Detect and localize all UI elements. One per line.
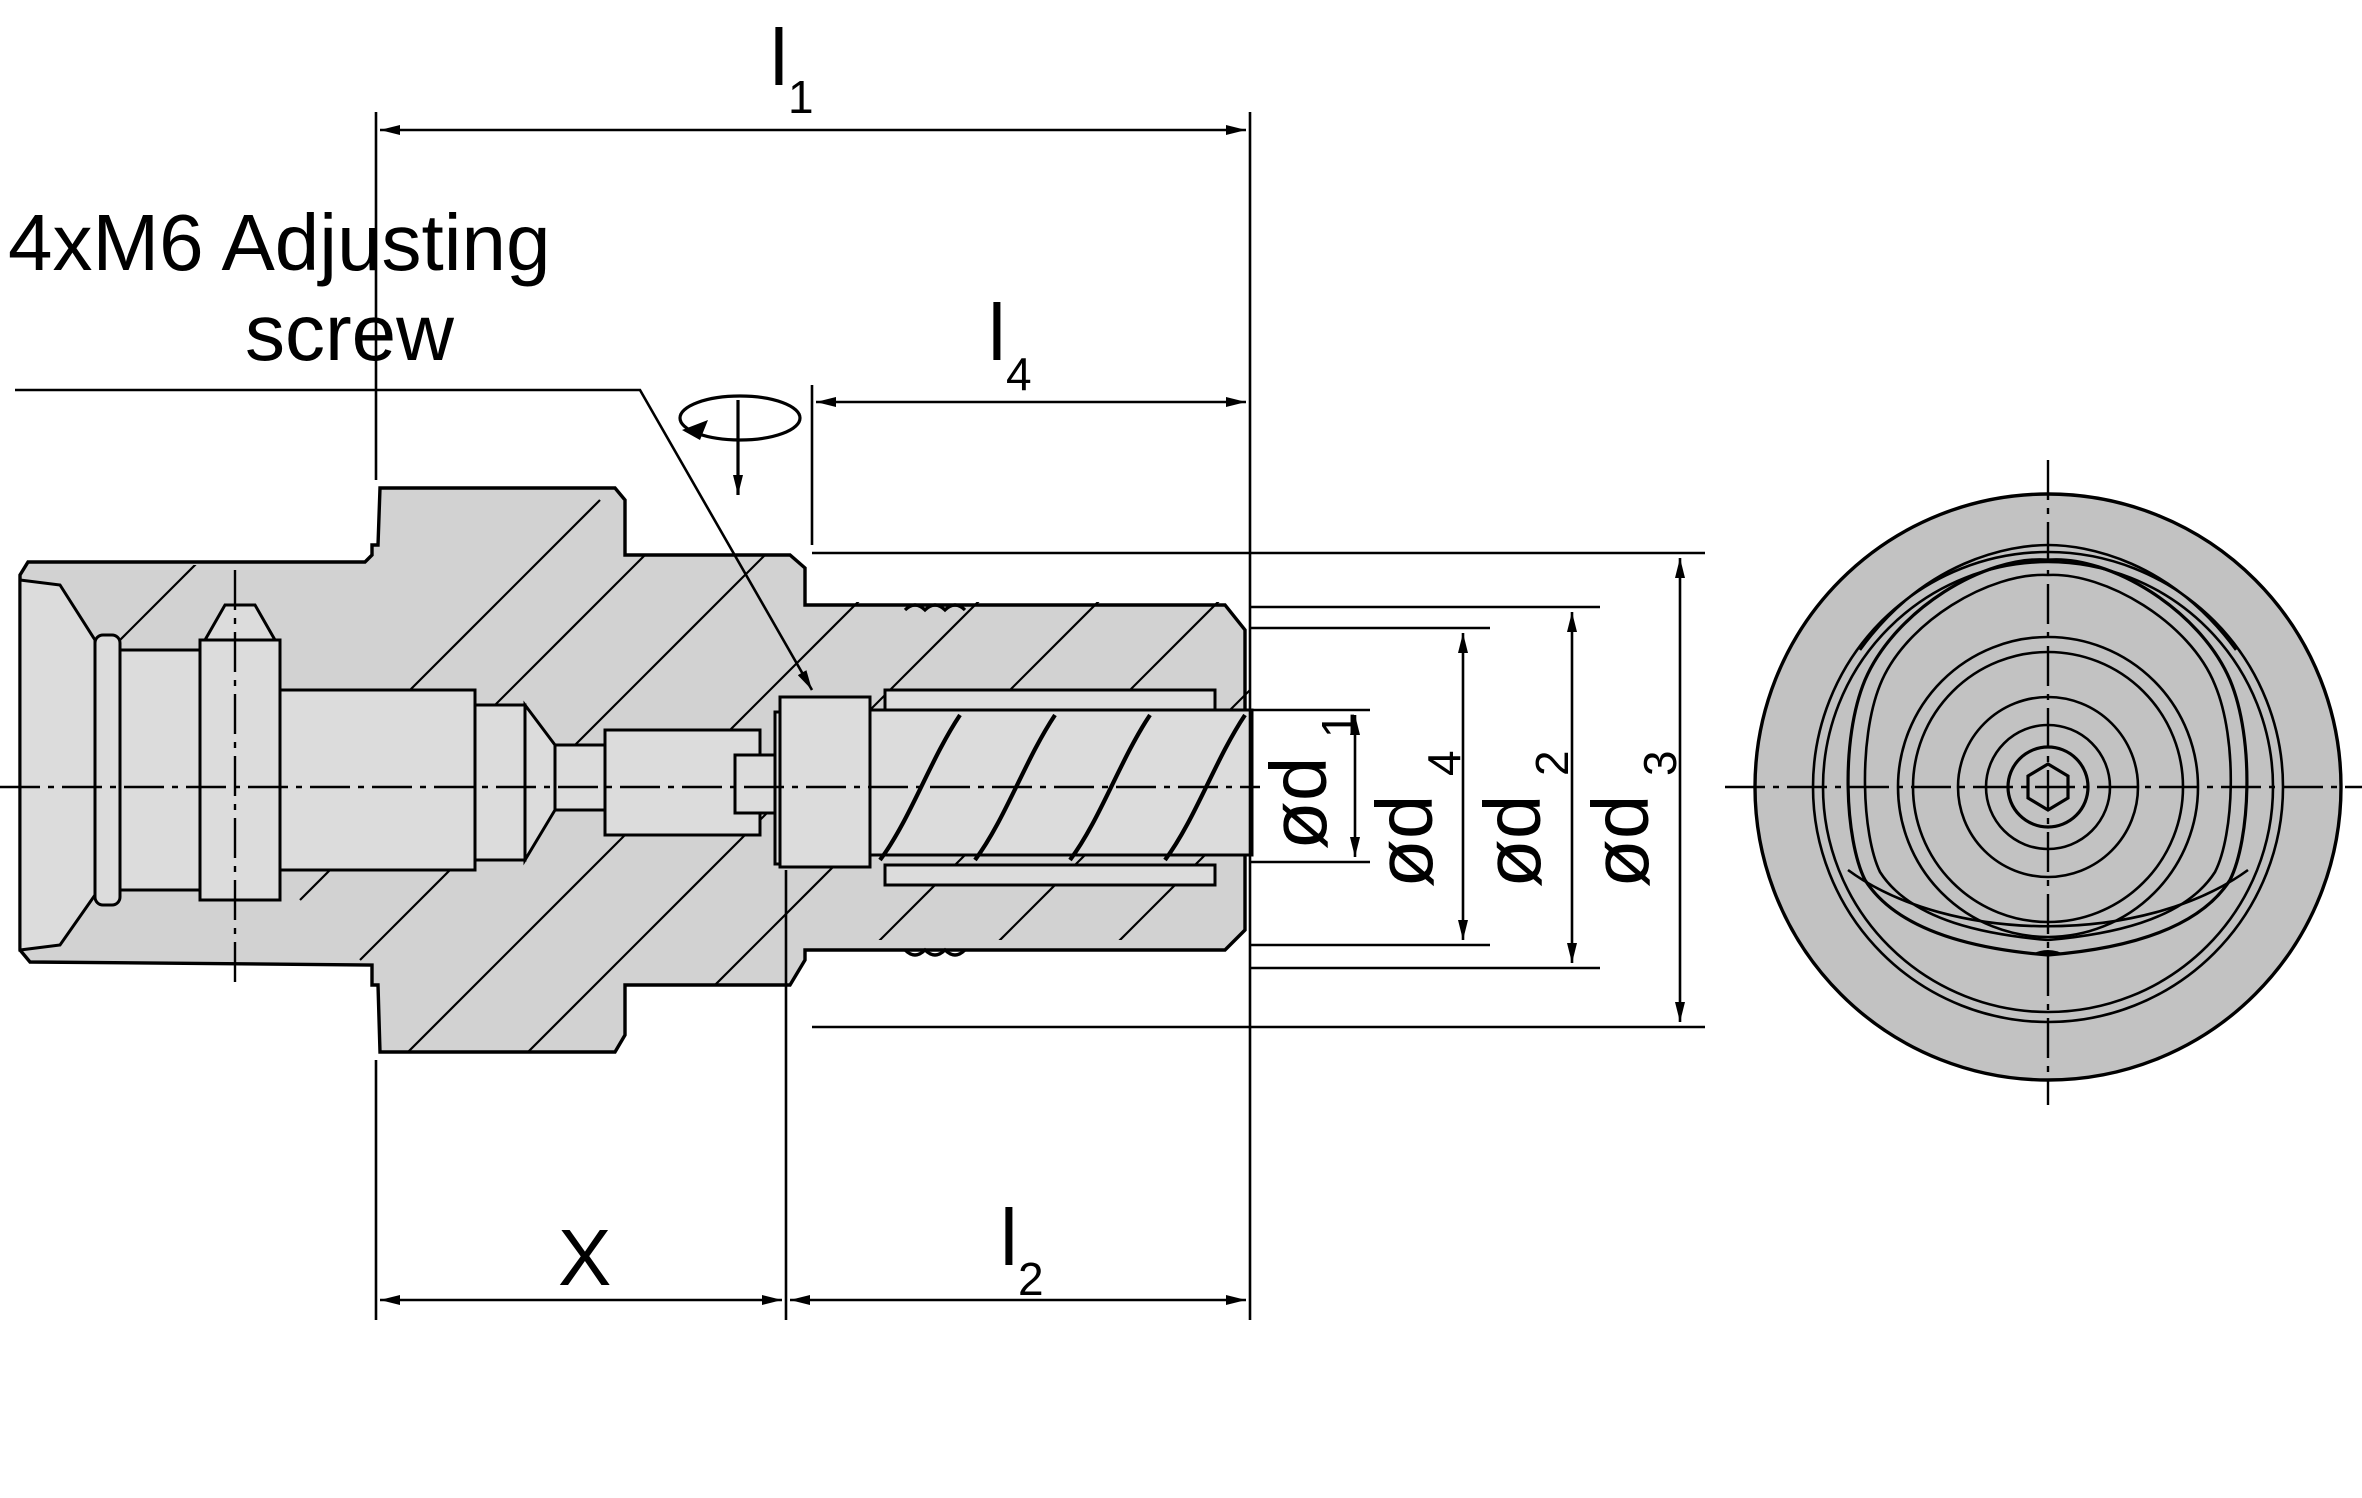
d4-label: ød	[1360, 795, 1449, 888]
drawbar-step	[473, 703, 527, 862]
sleeve-bottom	[883, 863, 1217, 887]
section-view	[0, 394, 1260, 1054]
adjusting-screw-callout: 4xM6 Adjusting screw	[8, 198, 814, 691]
dimension-lines	[374, 112, 1705, 1320]
collet-ring-2	[118, 648, 202, 892]
dimension-labels: l 1 l 4 X l 2 ød 1 ød 4 ød 2 ød 3	[558, 13, 1686, 1305]
callout-leader	[15, 388, 814, 691]
screw-socket	[733, 753, 782, 815]
end-view	[1725, 460, 2362, 1105]
thread-grooves	[903, 603, 967, 957]
d3-subscript: 3	[1634, 750, 1686, 776]
helical-spring	[878, 713, 1247, 862]
spring-insert	[868, 708, 1254, 857]
l4-subscript: 4	[1006, 348, 1032, 400]
collet-ring	[93, 633, 122, 907]
d4-subscript: 4	[1418, 750, 1470, 776]
inner-bore	[18, 578, 97, 952]
l4-label: l	[988, 288, 1006, 377]
sleeve-top	[883, 688, 1217, 712]
adjusting-block-2	[778, 695, 872, 869]
d2-label: ød	[1468, 795, 1557, 888]
rotation-arrow-icon	[678, 394, 802, 495]
l2-label: l	[1000, 1193, 1018, 1282]
x-label: X	[558, 1213, 611, 1302]
l2-subscript: 2	[1018, 1253, 1044, 1305]
callout-line-1: 4xM6 Adjusting	[8, 198, 551, 287]
l1-label: l	[770, 13, 788, 102]
drawbar-shank	[278, 688, 477, 872]
drawbar-thin	[553, 743, 607, 812]
callout-line-2: screw	[245, 288, 454, 377]
d3-label: ød	[1576, 795, 1665, 888]
d1-subscript: 1	[1312, 712, 1364, 738]
l1-subscript: 1	[788, 71, 814, 123]
d1-label: ød	[1254, 757, 1343, 850]
drawbar-head	[198, 638, 282, 902]
drawbar-tip	[202, 603, 278, 642]
d2-subscript: 2	[1526, 750, 1578, 776]
